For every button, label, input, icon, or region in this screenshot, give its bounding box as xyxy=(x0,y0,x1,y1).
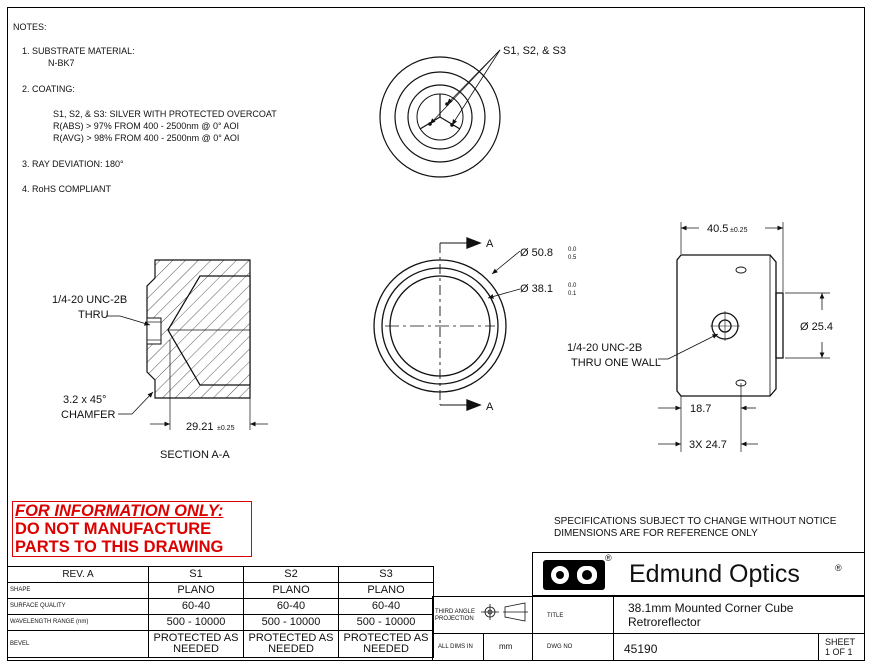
chamfer-line2: CHAMFER xyxy=(61,409,115,421)
dia-50-8-tol-dn: 0.5 xyxy=(568,255,577,261)
note-2-line2: R(ABS) > 97% FROM 400 - 2500nm @ 0° AOI xyxy=(53,121,240,131)
dwg-label: DWG NO xyxy=(547,644,573,650)
registered-mark-logo: ® xyxy=(605,553,612,563)
row-label: WAVELENGTH RANGE (nm) xyxy=(7,614,149,631)
thread-left-line1: 1/4-20 UNC-2B xyxy=(52,294,127,306)
units-cell: mm xyxy=(483,633,533,661)
thread-right-line1: 1/4-20 UNC-2B xyxy=(567,342,642,354)
title-line2: Retroreflector xyxy=(628,615,701,629)
row-value: PLANO xyxy=(148,582,244,599)
dim-3x-24-7: 3X 24.7 xyxy=(689,439,727,451)
spec-note-line2: DIMENSIONS ARE FOR REFERENCE ONLY xyxy=(554,528,758,539)
title-line1: 38.1mm Mounted Corner Cube xyxy=(628,601,794,615)
row-value: PROTECTED AS NEEDED xyxy=(243,630,339,658)
title-label-cell: TITLE xyxy=(532,596,614,634)
note-1-title: 1. SUBSTRATE MATERIAL: xyxy=(22,46,135,56)
section-label: SECTION A-A xyxy=(160,449,230,461)
header-s3: S3 xyxy=(338,566,434,583)
notes-heading: NOTES: xyxy=(13,22,47,32)
dia-50-8: Ø 50.8 xyxy=(520,247,553,259)
warning-line3: PARTS TO THIS DRAWING xyxy=(15,538,224,556)
company-name: Edmund Optics xyxy=(629,560,800,588)
dim-29-21: 29.21 xyxy=(186,421,214,433)
row-value: PROTECTED AS NEEDED xyxy=(338,630,434,658)
spec-note-line1: SPECIFICATIONS SUBJECT TO CHANGE WITHOUT… xyxy=(554,516,837,527)
dim-18-7: 18.7 xyxy=(690,403,711,415)
warning-line1: FOR INFORMATION ONLY: xyxy=(15,502,224,520)
table-row: SHAPE PLANO PLANO PLANO xyxy=(7,582,434,599)
third-angle-projection-icon xyxy=(481,602,528,622)
dim-40-5-tol: ±0.25 xyxy=(730,227,748,234)
section-a-a-view xyxy=(106,259,268,430)
table-header-row: REV. A S1 S2 S3 xyxy=(7,566,434,583)
sheet-no: 1 OF 1 xyxy=(825,647,853,657)
table-row: BEVEL PROTECTED AS NEEDED PROTECTED AS N… xyxy=(7,630,434,658)
projection-cell: THIRD ANGLE PROJECTION xyxy=(432,596,533,634)
dwg-no-cell: 45190 xyxy=(613,633,819,661)
header-s2: S2 xyxy=(243,566,339,583)
all-dims-cell: ALL DIMS IN xyxy=(432,633,484,661)
surface-spec-table: REV. A S1 S2 S3 SHAPE PLANO PLANO PLANO … xyxy=(7,566,434,658)
title-value-cell: 38.1mm Mounted Corner Cube Retroreflecto… xyxy=(613,596,865,634)
table-row: WAVELENGTH RANGE (nm) 500 - 10000 500 - … xyxy=(7,614,434,631)
dia-50-8-tol-up: 0.0 xyxy=(568,247,577,253)
dwg-no: 45190 xyxy=(624,642,658,656)
dia-38-1-tol-dn: 0.1 xyxy=(568,291,577,297)
table-row: SURFACE QUALITY 60-40 60-40 60-40 xyxy=(7,598,434,615)
title-label: TITLE xyxy=(547,613,564,619)
row-value: 60-40 xyxy=(148,598,244,615)
row-label: SHAPE xyxy=(7,582,149,599)
thread-left-line2: THRU xyxy=(78,309,109,321)
row-value: 500 - 10000 xyxy=(148,614,244,631)
units-value: mm xyxy=(499,642,513,651)
company-cell: ® Edmund Optics ® xyxy=(532,552,865,596)
thread-right-line2: THRU ONE WALL xyxy=(571,357,661,369)
note-2-line3: R(AVG) > 98% FROM 400 - 2500nm @ 0° AOI xyxy=(53,133,240,143)
projection-label: THIRD ANGLE PROJECTION xyxy=(435,609,476,622)
section-arrow-bottom: A xyxy=(486,401,494,413)
dia-38-1: Ø 38.1 xyxy=(520,283,553,295)
dia-25-4: Ø 25.4 xyxy=(800,321,833,333)
row-value: 500 - 10000 xyxy=(338,614,434,631)
row-value: 60-40 xyxy=(338,598,434,615)
row-value: PLANO xyxy=(338,582,434,599)
header-s1: S1 xyxy=(148,566,244,583)
all-dims-label: ALL DIMS IN xyxy=(438,644,473,650)
edmund-logo xyxy=(543,560,605,590)
surfaces-label: S1, S2, & S3 xyxy=(503,45,566,57)
row-value: 60-40 xyxy=(243,598,339,615)
dim-29-21-tol: ±0.25 xyxy=(217,425,235,432)
dwg-label-cell: DWG NO xyxy=(532,633,614,661)
side-view xyxy=(658,222,830,452)
dim-40-5: 40.5 xyxy=(707,223,728,235)
dia-38-1-tol-up: 0.0 xyxy=(568,283,577,289)
note-1-value: N-BK7 xyxy=(48,58,75,68)
registered-mark: ® xyxy=(835,563,842,573)
sheet-cell: SHEET 1 OF 1 xyxy=(818,633,865,661)
warning-box: FOR INFORMATION ONLY: DO NOT MANUFACTURE… xyxy=(12,501,252,557)
note-4: 4. RoHS COMPLIANT xyxy=(22,184,112,194)
row-value: 500 - 10000 xyxy=(243,614,339,631)
note-3: 3. RAY DEVIATION: 180° xyxy=(22,159,124,169)
chamfer-line1: 3.2 x 45° xyxy=(63,394,107,406)
section-arrow-top: A xyxy=(486,238,494,250)
warning-line2: DO NOT MANUFACTURE xyxy=(15,520,212,538)
note-2-title: 2. COATING: xyxy=(22,84,75,94)
sheet-label: SHEET xyxy=(825,637,856,647)
row-label: BEVEL xyxy=(7,630,149,658)
row-value: PROTECTED AS NEEDED xyxy=(148,630,244,658)
rev-cell: REV. A xyxy=(7,566,149,583)
row-value: PLANO xyxy=(243,582,339,599)
note-2-line1: S1, S2, & S3: SILVER WITH PROTECTED OVER… xyxy=(53,109,277,119)
front-view-top xyxy=(379,49,501,178)
row-label: SURFACE QUALITY xyxy=(7,598,149,615)
front-view-middle xyxy=(373,237,521,411)
